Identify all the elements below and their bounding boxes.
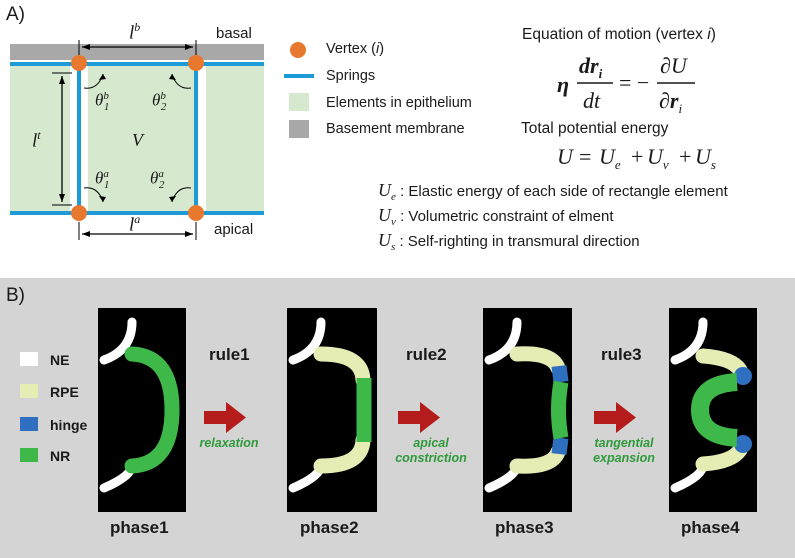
equation-title: Equation of motion (vertex i) [522,26,716,43]
element-left [10,65,70,213]
svg-text:Ue: Ue [599,144,621,172]
energy-term-volumetric: Uv : Volumetric constraint of elment [378,205,614,228]
svg-text:+: + [679,144,691,169]
ne-swatch [20,352,38,366]
rule2-arrow [398,402,440,433]
legend-springs: Springs [326,68,376,84]
rule3-description: tangential expansion [593,436,655,465]
svg-text:∂ri: ∂ri [659,88,682,116]
theta-a1-label: θa1 [95,168,110,192]
rule1-label: rule1 [209,345,250,364]
svg-text:= −: = − [619,70,649,95]
hinge-swatch [20,417,38,431]
legend-basement-membrane: Basement membrane [326,121,465,137]
phase4-diagram [669,308,757,512]
rule2-description: apical constriction [395,436,467,465]
phase2-diagram [287,308,377,512]
phase-diagrams [98,308,757,512]
element-right [206,65,264,213]
legend-nr: NR [50,448,71,464]
vertex-bottom-left [71,205,87,221]
vertex-top-right [188,55,204,71]
svg-text:Uv: Uv [647,144,669,172]
vertex-top-left [71,55,87,71]
panel-b-label: B) [6,285,25,306]
phase1-label: phase1 [110,518,169,537]
theta-b2-label: θb2 [152,90,167,114]
phase3-label: phase3 [495,518,554,537]
energy-term-self-righting: Us : Self-righting in transmural directi… [378,230,640,253]
phase2-label: phase2 [300,518,359,537]
panel-a-label: A) [6,4,25,25]
panel-b-legend-icons [20,352,38,462]
theta-a2-label: θa2 [150,168,165,192]
svg-text:dt: dt [583,88,601,113]
svg-text:∂U: ∂U [660,53,689,78]
svg-text:dri: dri [579,53,603,81]
svg-text:=: = [579,144,591,169]
apical-label: apical [214,221,254,238]
rule3-arrow [594,402,636,433]
legend-hinge: hinge [50,417,88,433]
membrane-legend-icon [289,120,309,138]
vertex-legend-icon [290,42,306,58]
svg-text:Us: Us [695,144,716,172]
element-center [88,65,196,213]
panel-a-legend-icons [284,42,314,138]
rule1-description: relaxation [199,436,259,450]
lb-label: lb [129,20,141,44]
phase4-label: phase4 [681,518,740,537]
svg-text:U: U [557,144,575,169]
la-label: la [129,212,141,236]
element-legend-icon [289,93,309,111]
basement-membrane [10,44,264,60]
legend-elements: Elements in epithelium [326,95,472,111]
lt-label: lt [32,128,41,152]
total-energy-equation: U = Ue + Uv + Us [557,144,716,172]
basal-label: basal [216,25,252,42]
rule2-label: rule2 [406,345,447,364]
vertex-bottom-right [188,205,204,221]
equation-of-motion: η dri dt = − ∂U ∂ri [557,53,695,116]
rule1-arrow [204,402,246,433]
energy-title: Total potential energy [521,120,669,137]
vertex-model-diagram [10,40,264,240]
nr-swatch [20,448,38,462]
rpe-swatch [20,384,38,398]
energy-term-elastic: Ue : Elastic energy of each side of rect… [378,180,728,203]
rule3-label: rule3 [601,345,642,364]
theta-b1-label: θb1 [95,90,110,114]
legend-rpe: RPE [50,384,79,400]
svg-text:+: + [631,144,643,169]
phase3-diagram [483,308,572,512]
legend-ne: NE [50,352,70,368]
phase1-diagram [98,308,186,512]
volume-label: V [132,130,143,150]
legend-vertex: Vertex (i) [326,41,385,57]
svg-text:η: η [557,72,569,97]
